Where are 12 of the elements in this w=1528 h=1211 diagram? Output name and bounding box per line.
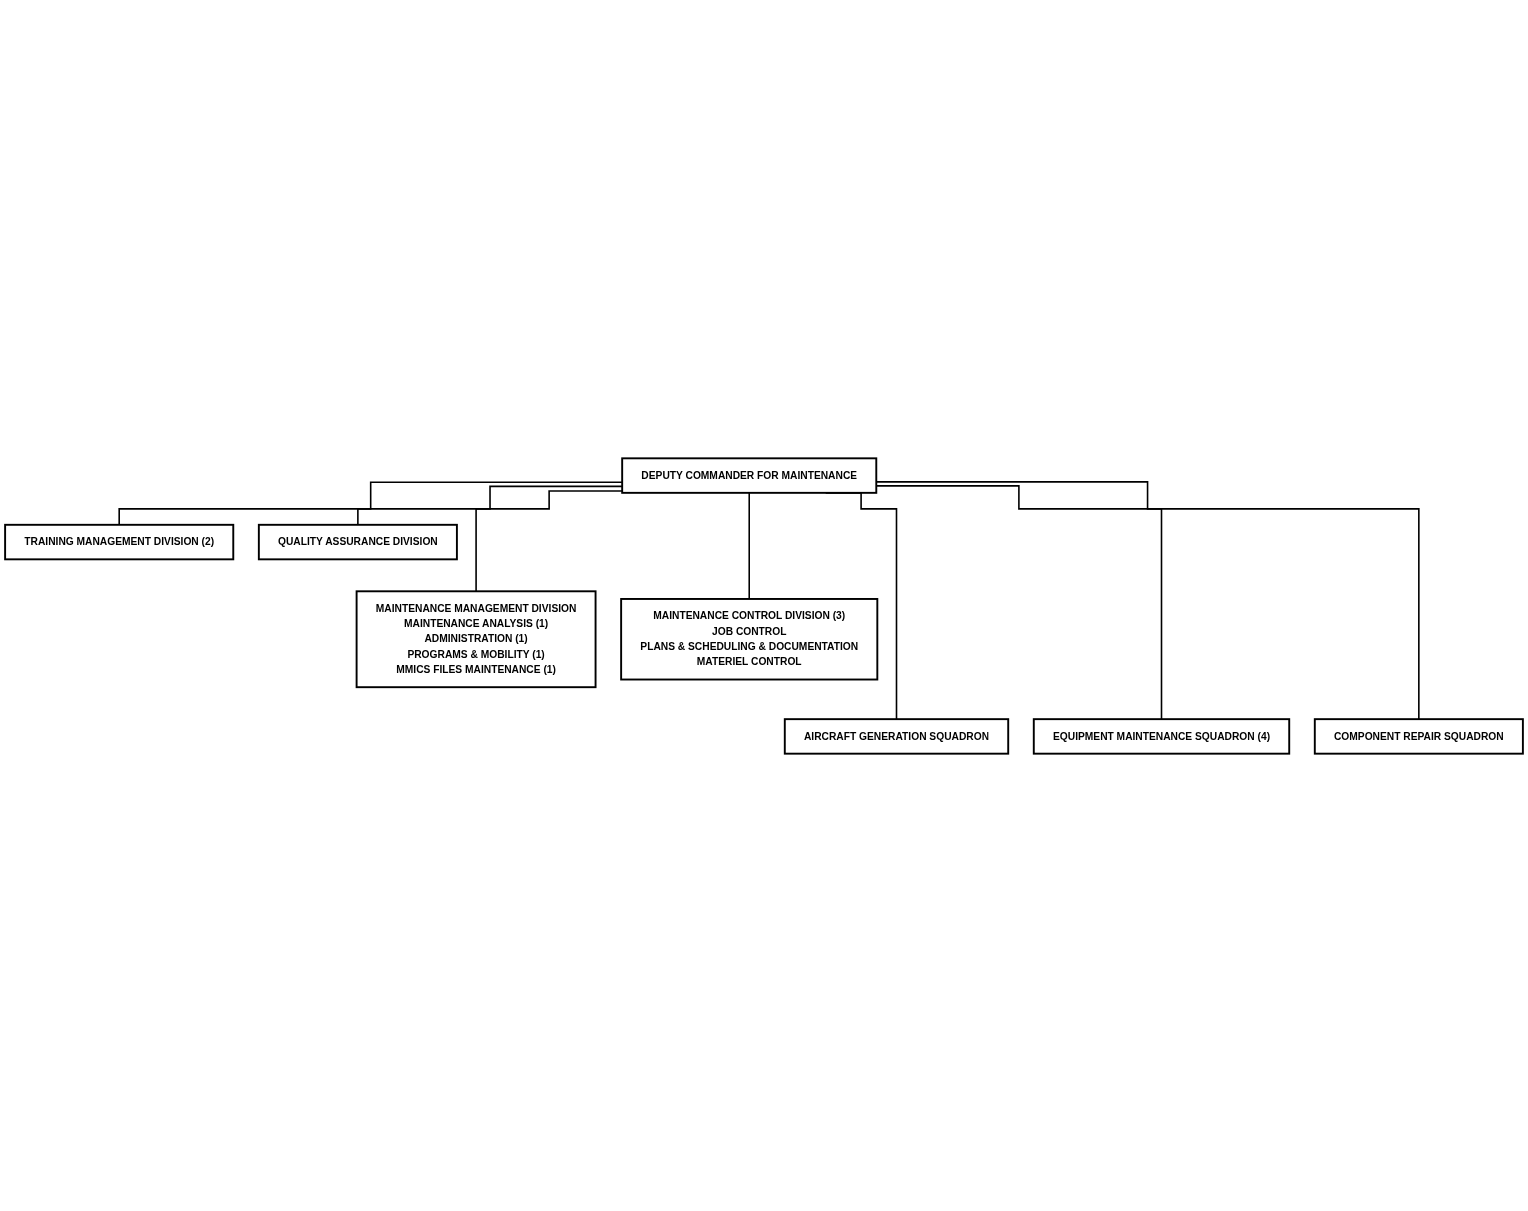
node-box: QUALITY ASSURANCE DIVISION xyxy=(257,523,458,560)
connector xyxy=(357,485,623,526)
node-box: DEPUTY COMMANDER FOR MAINTENANCE xyxy=(621,456,878,494)
node-box: COMPONENT REPAIR SQUADRON xyxy=(1313,717,1524,755)
connector xyxy=(475,489,623,592)
node-box: MAINTENANCE CONTROL DIVISION (3) JOB CONTROL PLANS & SCHEDULING & DOCUMENTATION MATERIEL CONTROL xyxy=(620,597,879,680)
node-box: MAINTENANCE MANAGEMENT DIVISION MAINTENANCE ANALYSIS (1) ADMINISTRATION (1) PROGRAMS & MOBILITY (1) MMICS FILES MAINTENANCE (1) xyxy=(355,589,597,688)
node-box: EQUIPMENT MAINTENANCE SQUADRON (4) xyxy=(1032,717,1291,755)
connector xyxy=(118,481,623,526)
connector xyxy=(748,491,751,600)
node-box: TRAINING MANAGEMENT DIVISION (2) xyxy=(4,523,235,560)
node-box: AIRCRAFT GENERATION SQUADRON xyxy=(783,717,1010,755)
